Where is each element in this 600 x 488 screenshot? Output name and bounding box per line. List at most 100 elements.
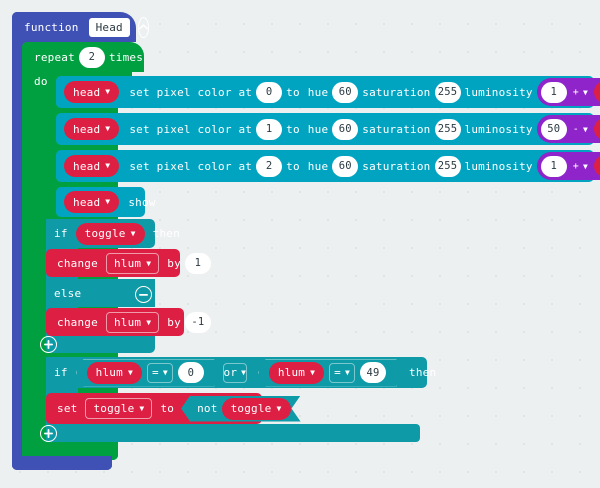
by-label-else: by [167, 315, 181, 329]
show-block[interactable]: head▼ show [56, 187, 155, 217]
caret-down-icon: ▼ [130, 228, 136, 238]
caret-down-icon: ▼ [105, 87, 111, 96]
set-pixel-color-block-2[interactable]: head▼ set pixel color at 2 to hue 60 sat… [56, 150, 600, 182]
hue-label-0: hue [307, 85, 329, 99]
if-keyword-2: if [54, 366, 68, 379]
set-pixel-text-1: set pixel color at [129, 122, 253, 136]
caret-down-icon: ▼ [241, 368, 247, 377]
caret-down-icon: ▼ [276, 403, 282, 413]
change-value-input-else[interactable]: -1 [184, 311, 211, 333]
function-block-header[interactable]: function Head [12, 12, 149, 42]
saturation-label-0: saturation [362, 85, 431, 99]
strip-dropdown-0[interactable]: head▼ [64, 81, 120, 103]
caret-down-icon: ▼ [105, 124, 111, 133]
repeat-block-header[interactable]: repeat 2 times [22, 42, 144, 72]
set-variable-block[interactable]: set toggle▼ to not toggle▼ [46, 393, 262, 424]
logic-not-block[interactable]: not toggle▼ [181, 396, 300, 422]
saturation-input-2[interactable]: 255 [434, 155, 461, 177]
caret-down-icon: ▼ [139, 404, 145, 413]
repeat-keyword: repeat [34, 50, 75, 64]
saturation-input-0[interactable]: 255 [434, 81, 461, 103]
set-pixel-color-block-1[interactable]: head▼ set pixel color at 1 to hue 60 sat… [56, 113, 600, 145]
math-left-input-1[interactable]: 50 [540, 118, 567, 140]
saturation-label-1: saturation [362, 122, 431, 136]
change-variable-block-then[interactable]: change hlum▼ by 1 [46, 249, 211, 277]
if-keyword: if [54, 227, 68, 240]
comparison-block-right[interactable]: hlum▼ =▼ 49 [258, 359, 397, 387]
caret-down-icon: ▼ [582, 124, 588, 134]
hue-label-1: hue [307, 122, 329, 136]
comparison-block-left[interactable]: hlum▼ =▼ 0 [76, 359, 215, 387]
if-condition-variable[interactable]: toggle▼ [75, 222, 145, 245]
change-variable-dropdown-else[interactable]: hlum▼ [105, 311, 160, 333]
set-pixel-text-2: set pixel color at [129, 159, 253, 173]
hue-label-2: hue [307, 159, 329, 173]
set-pixel-color-block-0[interactable]: head▼ set pixel color at 0 to hue 60 sat… [56, 76, 600, 108]
function-block-bottom-bar[interactable] [12, 456, 112, 470]
not-operand-variable[interactable]: toggle▼ [222, 398, 291, 420]
math-left-input-2[interactable]: 1 [540, 155, 567, 177]
then-keyword-2: then [409, 366, 437, 379]
pixel-index-input-0[interactable]: 0 [256, 81, 283, 103]
saturation-input-1[interactable]: 255 [434, 118, 461, 140]
plus-circle-icon-if[interactable] [40, 425, 57, 442]
if-block-footer[interactable] [46, 424, 420, 442]
math-operation-block-1[interactable]: 50 -▼ hlum▼ [536, 115, 600, 143]
luminosity-label-0: luminosity [464, 85, 533, 99]
hue-input-0[interactable]: 60 [332, 81, 359, 103]
plus-circle-icon-if-else[interactable] [40, 336, 57, 353]
math-right-variable-1[interactable]: hlum▼ [594, 118, 600, 140]
caret-down-icon: ▼ [582, 161, 588, 171]
math-operation-block-2[interactable]: 1 +▼ hlum▼ [536, 152, 600, 180]
repeat-times-label: times [108, 50, 144, 64]
chevron-up-icon[interactable] [137, 16, 149, 38]
set-variable-dropdown[interactable]: toggle▼ [85, 398, 153, 419]
compare-left-variable[interactable]: hlum▼ [87, 362, 142, 384]
compare-left-operator-dropdown[interactable]: =▼ [147, 363, 173, 383]
function-name-field[interactable]: Head [88, 17, 130, 37]
compare-left-value-input[interactable]: 0 [178, 362, 204, 383]
if-else-block-footer[interactable] [46, 336, 155, 353]
caret-down-icon: ▼ [146, 317, 152, 327]
repeat-count-input[interactable]: 2 [78, 46, 105, 68]
pixel-index-input-2[interactable]: 2 [256, 155, 283, 177]
minus-circle-icon[interactable] [135, 286, 152, 303]
strip-dropdown-1[interactable]: head▼ [64, 118, 120, 140]
by-label-then: by [167, 256, 181, 270]
pixel-index-input-1[interactable]: 1 [256, 118, 283, 140]
math-operator-dropdown-0[interactable]: +▼ [572, 86, 588, 98]
set-to-label: to [160, 402, 175, 415]
logic-or-dropdown[interactable]: or▼ [222, 362, 247, 383]
hue-input-2[interactable]: 60 [332, 155, 359, 177]
change-variable-dropdown-then[interactable]: hlum▼ [105, 252, 160, 274]
if-else-block-header[interactable]: if toggle▼ then [46, 219, 180, 248]
then-keyword: then [152, 227, 180, 240]
compare-right-operator-dropdown[interactable]: =▼ [329, 363, 355, 383]
set-keyword: set [57, 402, 78, 415]
caret-down-icon: ▼ [105, 197, 111, 206]
strip-dropdown-2[interactable]: head▼ [64, 155, 120, 177]
math-left-input-0[interactable]: 1 [540, 81, 567, 103]
change-value-input-then[interactable]: 1 [184, 252, 211, 274]
luminosity-label-1: luminosity [464, 122, 533, 136]
to-label-0: to [286, 85, 300, 99]
caret-down-icon: ▼ [105, 161, 111, 170]
math-operator-dropdown-2[interactable]: +▼ [572, 160, 588, 172]
change-variable-block-else[interactable]: change hlum▼ by -1 [46, 308, 211, 336]
to-label-1: to [286, 122, 300, 136]
caret-down-icon: ▼ [310, 367, 316, 377]
hue-input-1[interactable]: 60 [332, 118, 359, 140]
compare-right-variable[interactable]: hlum▼ [269, 362, 324, 384]
math-right-variable-0[interactable]: hlum▼ [594, 81, 600, 103]
caret-down-icon: ▼ [582, 87, 588, 97]
math-operator-dropdown-1[interactable]: -▼ [572, 123, 588, 135]
strip-dropdown-show[interactable]: head▼ [64, 191, 120, 213]
compare-right-value-input[interactable]: 49 [360, 362, 386, 383]
repeat-block-bottom-bar[interactable] [22, 442, 118, 460]
math-right-variable-2[interactable]: hlum▼ [594, 155, 600, 177]
math-operation-block-0[interactable]: 1 +▼ hlum▼ [536, 78, 600, 106]
show-label: show [128, 195, 156, 209]
if-block-header[interactable]: if hlum▼ =▼ 0 or▼ hlum▼ =▼ 49 then [46, 357, 436, 388]
luminosity-label-2: luminosity [464, 159, 533, 173]
